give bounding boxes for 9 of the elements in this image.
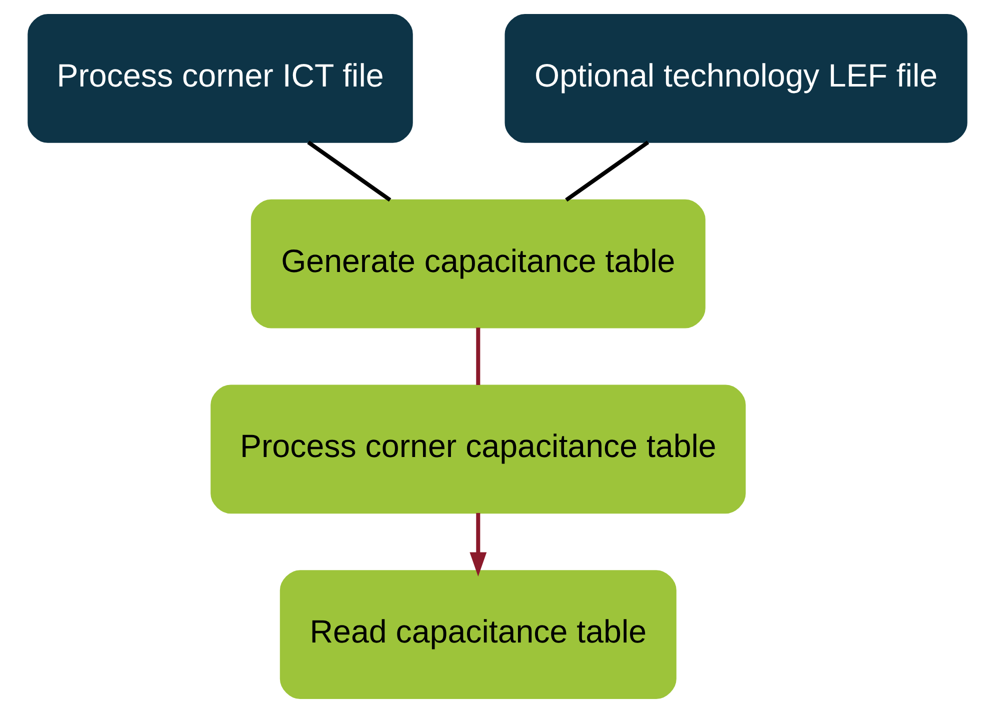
node-box: Read capacitance table (279, 570, 676, 700)
node-box: Generate capacitance table (250, 199, 705, 328)
connector (476, 328, 480, 386)
node-box: Process corner capacitance table (210, 384, 746, 514)
connector (564, 140, 649, 202)
connector (306, 140, 391, 202)
arrow (469, 512, 486, 577)
node-box: Optional technology LEF file (504, 14, 967, 143)
node-box: Process corner ICT file (27, 14, 412, 143)
